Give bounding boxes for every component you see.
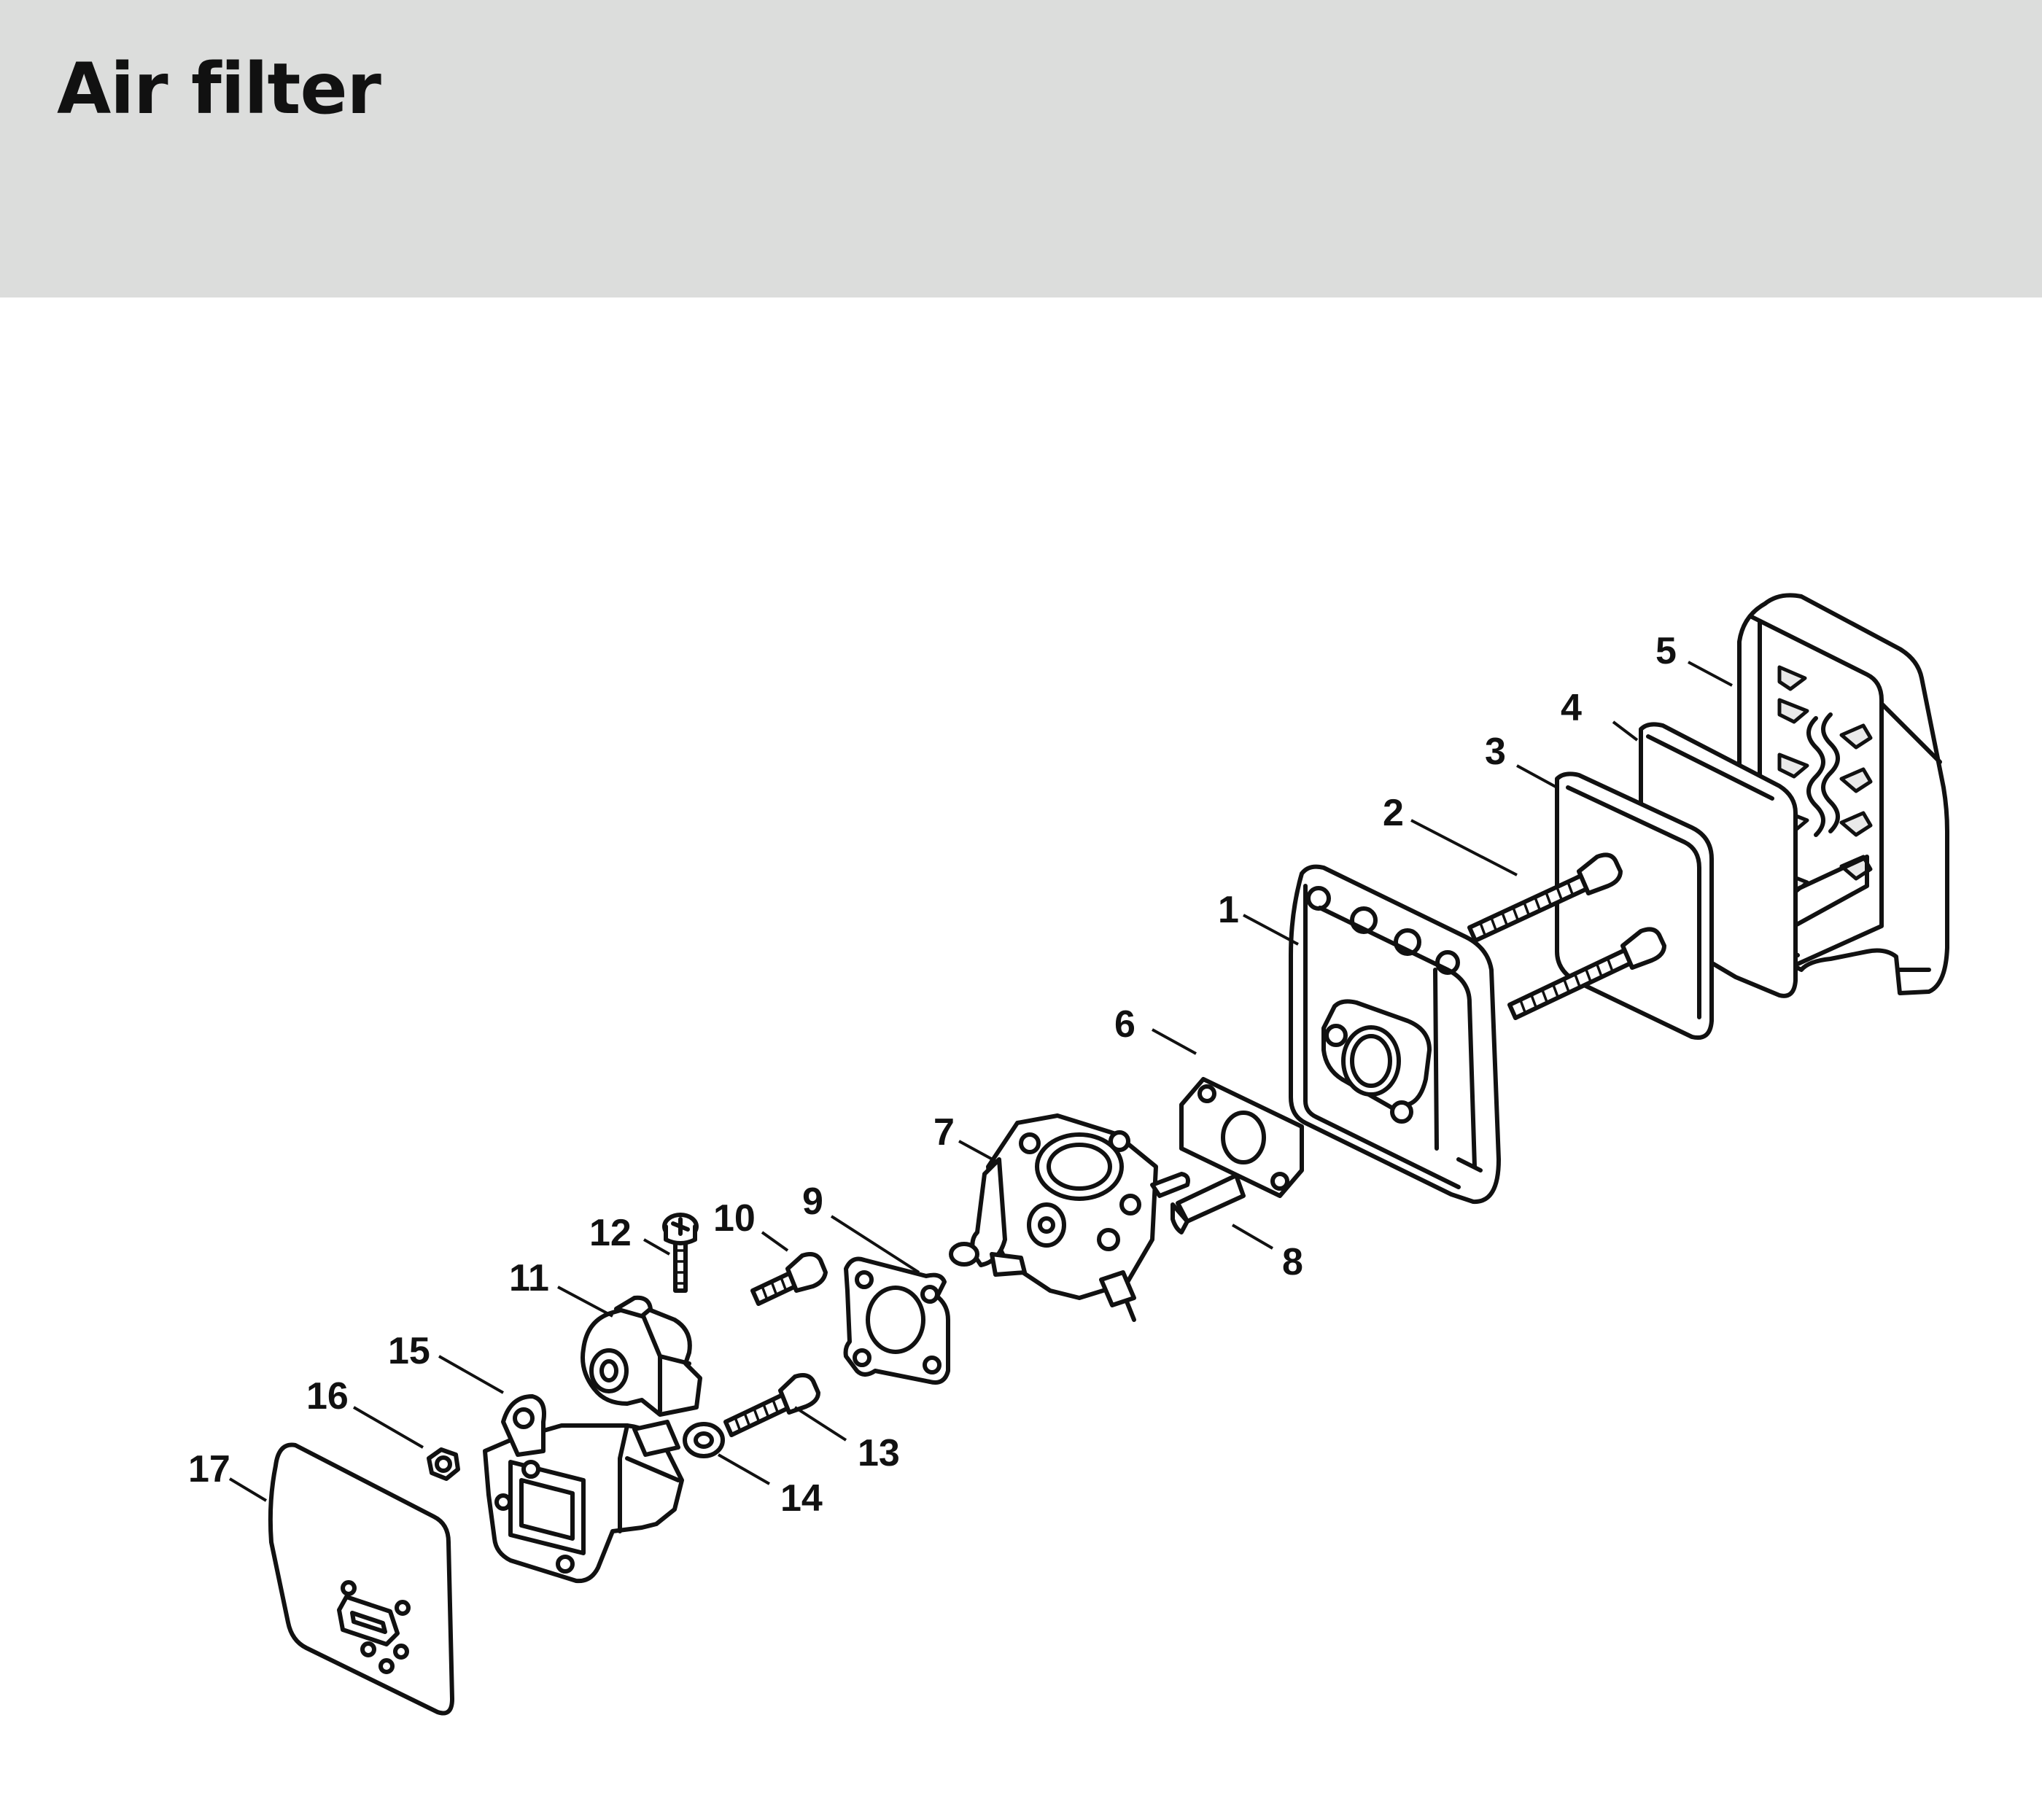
callout-2: 2: [1383, 792, 1404, 834]
screw-13-part: [723, 1373, 820, 1437]
carburetor-part: [949, 1113, 1190, 1322]
callout-15: 15: [388, 1330, 430, 1372]
air-filter-base-part: [1289, 864, 1501, 1205]
nut-part: [427, 1447, 460, 1481]
callout-4: 4: [1561, 687, 1582, 729]
intake-manifold-part: [483, 1394, 684, 1584]
callout-17: 17: [188, 1448, 230, 1490]
callout-11: 11: [509, 1257, 549, 1299]
long-screws-part: [1467, 852, 1666, 1020]
callout-10: 10: [713, 1197, 756, 1240]
screw-12-part: [662, 1213, 699, 1293]
flange-gasket-part: [1179, 1077, 1304, 1198]
callout-12: 12: [589, 1212, 632, 1254]
base-gasket-plate-part: [268, 1442, 454, 1716]
callout-labels: 1 2 3 4 5 6 7 8 9 10 11 12 13 14 15 16 1…: [188, 630, 1677, 1520]
callout-9: 9: [802, 1181, 823, 1223]
exploded-parts-diagram: 1 2 3 4 5 6 7 8 9 10 11 12 13 14 15 16 1…: [188, 593, 1949, 1716]
callout-7: 7: [933, 1111, 955, 1154]
throttle-housing-part: [581, 1295, 702, 1417]
screw-10-part: [750, 1252, 828, 1306]
callout-8: 8: [1282, 1241, 1303, 1283]
washer-part: [683, 1422, 725, 1458]
callout-13: 13: [858, 1432, 900, 1474]
callout-16: 16: [306, 1375, 349, 1418]
callout-leaders: [228, 661, 1733, 1502]
callout-5: 5: [1655, 630, 1677, 672]
page-title: Air filter: [57, 48, 381, 130]
callout-6: 6: [1114, 1003, 1135, 1046]
callout-3: 3: [1485, 731, 1506, 773]
choke-lever-part: [1171, 1173, 1246, 1234]
callout-1: 1: [1218, 889, 1239, 931]
page-header: Air filter: [0, 0, 2042, 298]
callout-14: 14: [780, 1477, 823, 1520]
carburetor-gasket-part: [843, 1256, 950, 1385]
